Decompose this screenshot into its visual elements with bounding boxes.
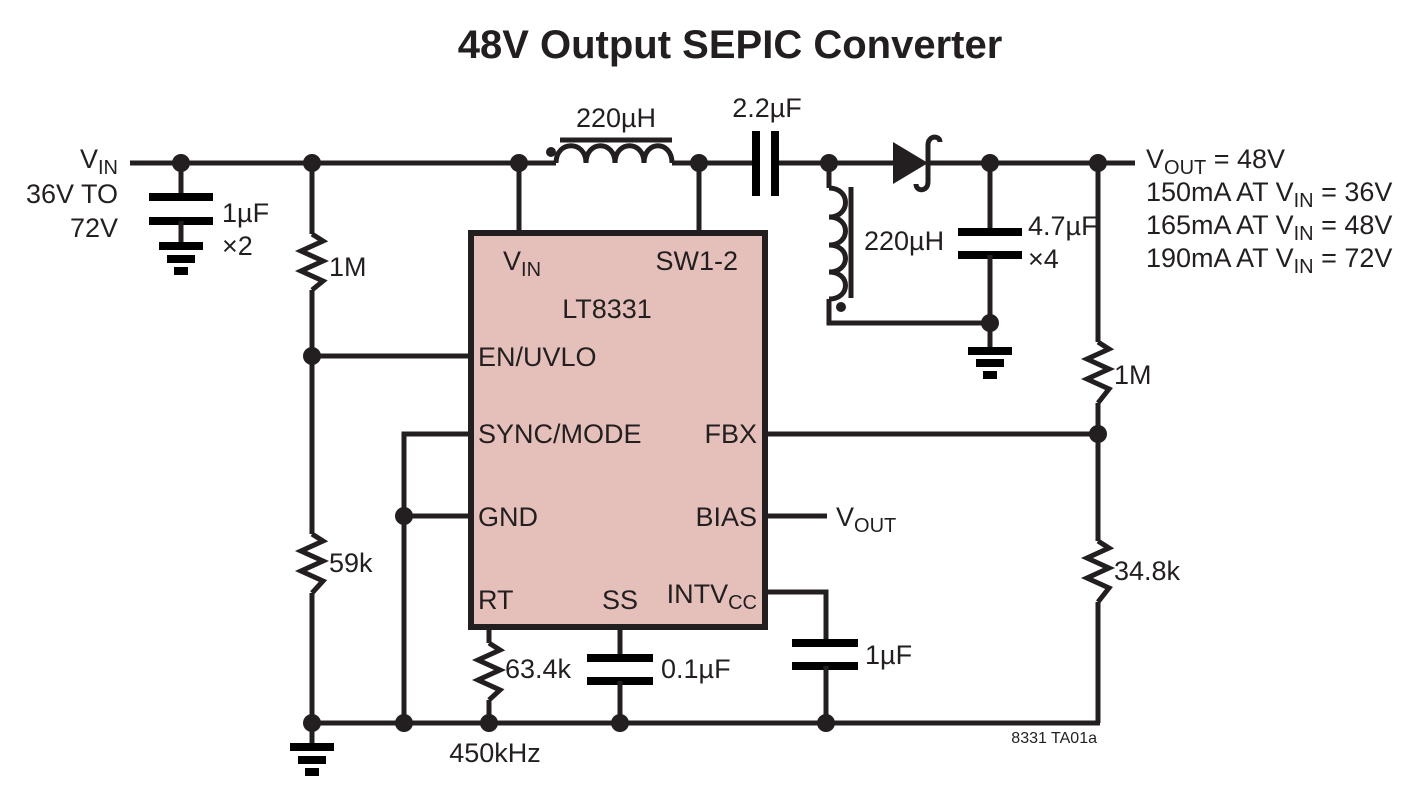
junction-dot: [303, 154, 321, 172]
figure-id: 8331 TA01a: [1011, 730, 1097, 747]
coupling-cap-value: 2.2µF: [732, 93, 802, 123]
feedback-bottom-resistor: [1080, 538, 1116, 723]
junction-dot: [1089, 425, 1107, 443]
uvlo-divider-top-resistor: [294, 163, 330, 534]
rt-frequency-label: 450kHz: [449, 738, 541, 768]
ic-pin-bias: BIAS: [695, 502, 757, 532]
input-capacitor: [149, 163, 213, 246]
rt-resistor: [471, 627, 507, 723]
vin-range-line2: 72V: [70, 213, 118, 243]
feedback-top-resistor-value: 1M: [1114, 360, 1152, 390]
intvcc-cap-value: 1µF: [865, 640, 912, 670]
ic-pin-vin: VIN: [503, 246, 541, 281]
schottky-diode: [893, 134, 943, 193]
ic-pin-en-uvlo: EN/UVLO: [478, 342, 597, 372]
bias-vout-label: VOUT: [836, 502, 896, 537]
l1-value: 220µH: [576, 103, 656, 133]
feedback-bottom-resistor-value: 34.8k: [1114, 556, 1181, 586]
junction-dot: [981, 314, 999, 332]
output-cap-qty: ×4: [1028, 244, 1059, 274]
inductor-l1: [546, 137, 675, 164]
junction-dot: [981, 154, 999, 172]
ic-pin-gnd: GND: [478, 502, 538, 532]
ic-part-number: LT8331: [562, 294, 652, 324]
input-cap-qty: ×2: [222, 231, 253, 261]
ic-pin-fbx: FBX: [704, 419, 757, 449]
ground-icon: [968, 347, 1012, 379]
sync-mode-wire: [401, 431, 471, 723]
ic-pin-sync-mode: SYNC/MODE: [478, 419, 642, 449]
intvcc-capacitor: [765, 589, 858, 723]
junction-dot: [172, 154, 190, 172]
junction-dot: [480, 714, 498, 732]
vout-label: VOUT = 48V: [1146, 144, 1285, 179]
input-cap-value: 1µF: [222, 198, 269, 228]
ic-pin-intvcc: INTVCC: [667, 579, 757, 614]
ground-icon: [159, 242, 203, 275]
junction-dot: [303, 347, 321, 365]
coupling-capacitor: [752, 131, 779, 196]
rt-resistor-value: 63.4k: [505, 654, 572, 684]
ss-cap-value: 0.1µF: [661, 654, 731, 684]
output-cap-value: 4.7µF: [1028, 211, 1098, 241]
ground-icon: [290, 723, 334, 776]
vin-range-line1: 36V TO: [26, 179, 118, 209]
output-capacitor: [958, 163, 1022, 350]
ss-capacitor: [587, 627, 653, 723]
junction-dot: [395, 507, 413, 525]
junction-dot: [611, 714, 629, 732]
diagram-title: 48V Output SEPIC Converter: [458, 23, 1003, 67]
uvlo-bottom-resistor-value: 59k: [329, 548, 373, 578]
output-spec-3: 190mA AT VIN = 72V: [1146, 243, 1392, 278]
junction-dot: [817, 714, 835, 732]
junction-dot: [395, 714, 413, 732]
uvlo-divider-bottom-resistor: [294, 531, 330, 723]
ic-pin-rt: RT: [478, 585, 514, 615]
ic-pin-ss: SS: [602, 585, 638, 615]
l2-value: 220µH: [864, 226, 944, 256]
inductor-l2: [826, 163, 990, 326]
output-spec-2: 165mA AT VIN = 48V: [1146, 210, 1392, 245]
vin-label: VIN: [80, 144, 118, 179]
uvlo-top-resistor-value: 1M: [329, 252, 367, 282]
output-spec-1: 150mA AT VIN = 36V: [1146, 177, 1392, 212]
ic-pin-sw: SW1-2: [655, 246, 738, 276]
